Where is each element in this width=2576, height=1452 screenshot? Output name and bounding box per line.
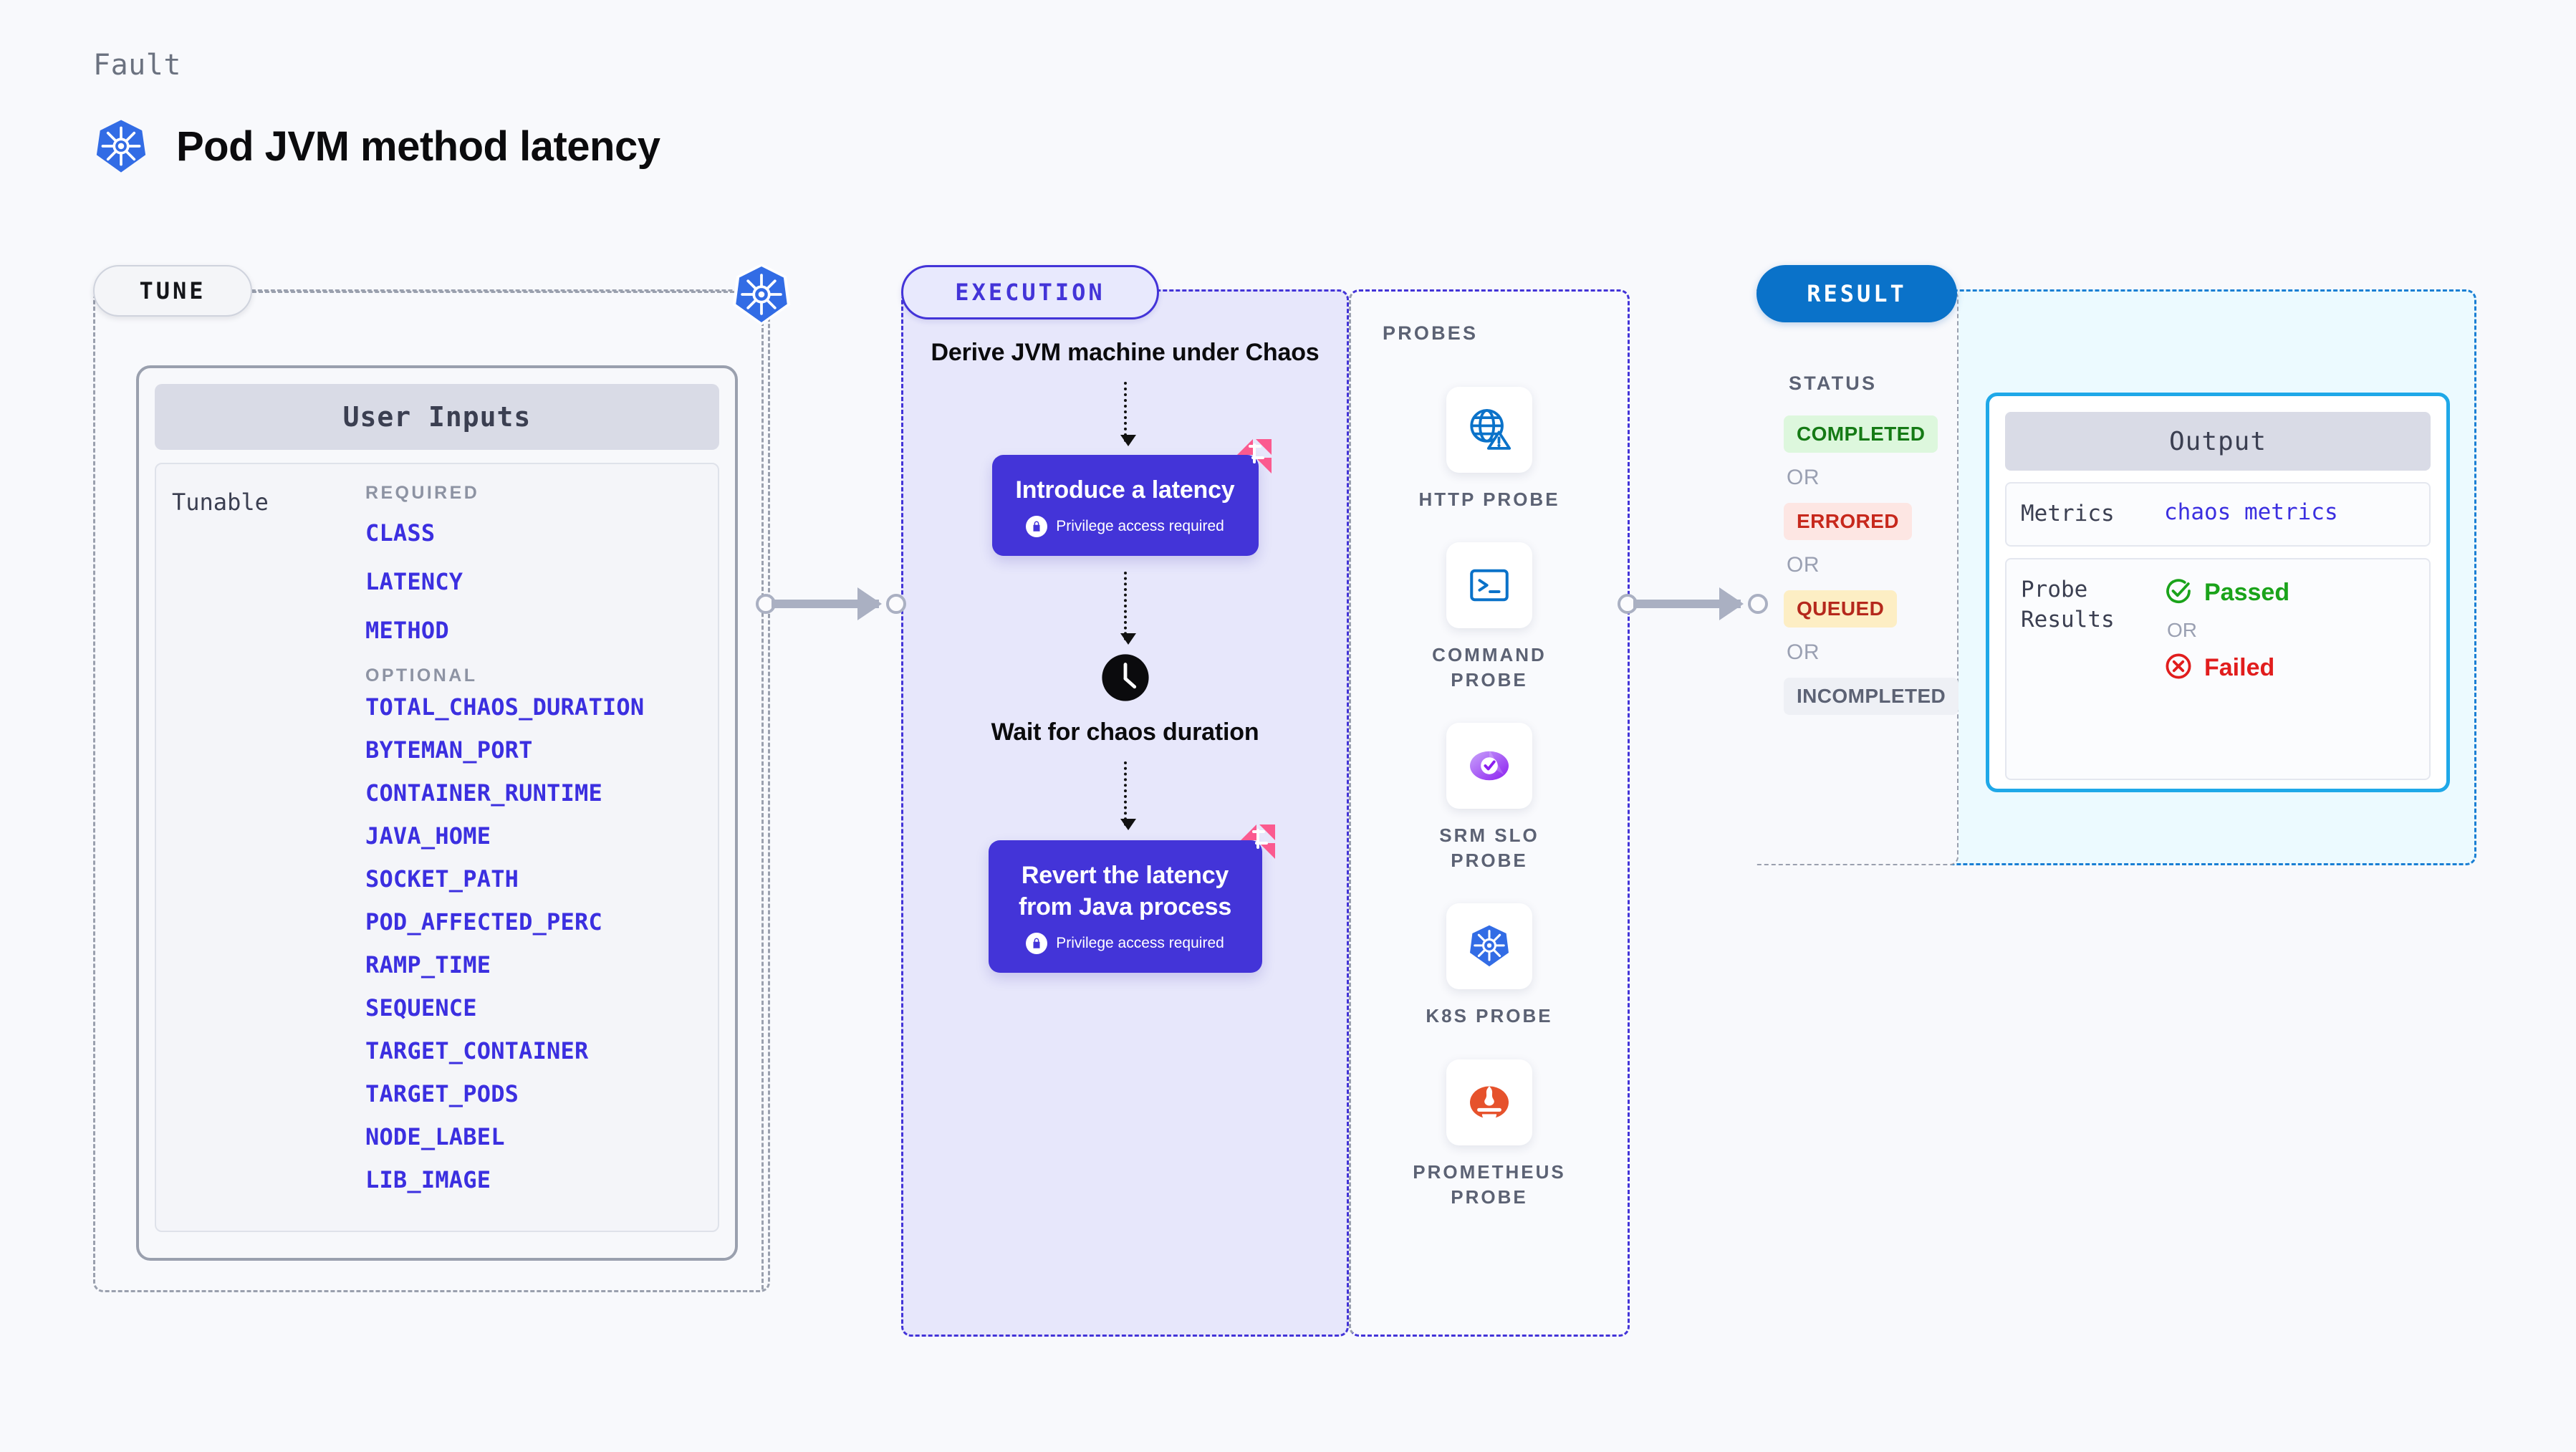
- privilege-note-1-text: Privilege access required: [1056, 518, 1224, 535]
- clock-icon: [1101, 653, 1150, 716]
- page-title-row: Pod JVM method latency: [93, 118, 660, 174]
- execution-step-1: Derive JVM machine under Chaos: [931, 339, 1320, 366]
- param-ramp-time[interactable]: RAMP_TIME: [365, 951, 491, 979]
- status-or-1: OR: [1787, 466, 1820, 489]
- kubernetes-icon: [1446, 903, 1532, 990]
- probes-label: PROBES: [1383, 322, 1479, 344]
- lock-icon: [1026, 933, 1048, 955]
- arrow-down-icon: [1120, 381, 1136, 446]
- optional-params-list: TOTAL_CHAOS_DURATION BYTEMAN_PORT CONTAI…: [365, 693, 703, 1193]
- probe-result-passed: Passed: [2164, 577, 2289, 609]
- execution-flow: Derive JVM machine under Chaos Introduce…: [901, 337, 1349, 973]
- flow-arrow-execution-to-result: [1618, 587, 1768, 620]
- output-card: Output Metrics chaos metrics Probe Resul…: [1986, 393, 2450, 792]
- param-method[interactable]: METHOD: [365, 617, 449, 644]
- arrow-down-icon: [1120, 572, 1136, 645]
- probes-list: HTTP PROBE COMMAND PROBE: [1349, 387, 1630, 1210]
- required-params-list: CLASS LATENCY METHOD: [365, 519, 703, 644]
- privilege-note-2-text: Privilege access required: [1056, 935, 1224, 952]
- status-badge-errored: ERRORED: [1784, 503, 1912, 540]
- status-badge-queued: QUEUED: [1784, 590, 1898, 628]
- status-or-3: OR: [1787, 640, 1820, 664]
- tune-pill[interactable]: TUNE: [93, 265, 252, 317]
- probe-item-srm-slo[interactable]: SRM SLO PROBE: [1400, 723, 1579, 873]
- param-byteman-port[interactable]: BYTEMAN_PORT: [365, 736, 533, 764]
- param-container-runtime[interactable]: CONTAINER_RUNTIME: [365, 779, 602, 807]
- probe-label-prometheus: PROMETHEUS PROBE: [1413, 1160, 1566, 1208]
- status-list: COMPLETED OR ERRORED OR QUEUED OR INCOMP…: [1784, 415, 1959, 715]
- probe-result-or: OR: [2167, 618, 2197, 641]
- probe-label-srm-slo: SRM SLO PROBE: [1439, 824, 1539, 872]
- srm-slo-icon: [1446, 723, 1532, 809]
- output-title: Output: [2005, 412, 2431, 471]
- probe-item-command[interactable]: COMMAND PROBE: [1400, 542, 1579, 693]
- terminal-icon: [1446, 542, 1532, 629]
- x-circle-icon: [2164, 652, 2193, 684]
- page-title: Pod JVM method latency: [176, 122, 660, 170]
- harness-icon: [1231, 436, 1277, 482]
- flow-arrow-tune-to-execution: [756, 587, 906, 620]
- status-or-2: OR: [1787, 553, 1820, 577]
- privilege-note-1: Privilege access required: [1026, 516, 1224, 538]
- output-probe-results-key: Probe Results: [2021, 576, 2115, 633]
- execution-card-1-title: Introduce a latency: [1015, 476, 1235, 504]
- required-group-label: REQUIRED: [365, 483, 480, 503]
- probe-item-prometheus[interactable]: PROMETHEUS PROBE: [1400, 1059, 1579, 1210]
- user-inputs-body: Tunable REQUIRED CLASS LATENCY METHOD OP…: [155, 463, 719, 1232]
- param-lib-image[interactable]: LIB_IMAGE: [365, 1166, 491, 1193]
- kubernetes-icon: [93, 118, 149, 174]
- execution-card-2-title: Revert the latency from Java process: [1018, 862, 1232, 920]
- probe-result-failed-label: Failed: [2204, 653, 2275, 681]
- prometheus-icon: [1446, 1059, 1532, 1145]
- param-node-label[interactable]: NODE_LABEL: [365, 1123, 505, 1150]
- tune-region: [93, 289, 770, 1292]
- param-class[interactable]: CLASS: [365, 519, 436, 547]
- arrow-down-icon: [1120, 761, 1136, 831]
- execution-card-revert-latency[interactable]: Revert the latency from Java process Pri…: [988, 824, 1275, 973]
- check-circle-icon: [2164, 577, 2193, 609]
- output-metrics-row: Metrics chaos metrics: [2005, 482, 2431, 547]
- status-badge-completed: COMPLETED: [1784, 415, 1938, 453]
- param-latency[interactable]: LATENCY: [365, 568, 463, 595]
- page-kicker: Fault: [93, 49, 181, 82]
- tunable-label: Tunable: [172, 489, 269, 516]
- user-inputs-card: User Inputs Tunable REQUIRED CLASS LATEN…: [136, 365, 738, 1261]
- user-inputs-title: User Inputs: [155, 384, 719, 450]
- result-pill[interactable]: RESULT: [1756, 265, 1957, 322]
- status-label: STATUS: [1789, 372, 1878, 394]
- probe-label-http: HTTP PROBE: [1418, 489, 1560, 510]
- status-badge-incompleted: INCOMPLETED: [1784, 678, 1959, 715]
- param-total-chaos-duration[interactable]: TOTAL_CHAOS_DURATION: [365, 693, 645, 721]
- probe-label-command: COMMAND PROBE: [1432, 644, 1547, 691]
- optional-group-label: OPTIONAL: [365, 665, 478, 686]
- param-pod-affected-perc[interactable]: POD_AFFECTED_PERC: [365, 908, 602, 936]
- param-target-pods[interactable]: TARGET_PODS: [365, 1080, 519, 1107]
- probe-item-k8s[interactable]: K8S PROBE: [1400, 903, 1579, 1029]
- output-metrics-value[interactable]: chaos metrics: [2164, 499, 2338, 525]
- param-socket-path[interactable]: SOCKET_PATH: [365, 865, 519, 893]
- param-target-container[interactable]: TARGET_CONTAINER: [365, 1037, 589, 1064]
- probe-result-failed: Failed: [2164, 652, 2289, 684]
- probe-label-k8s: K8S PROBE: [1426, 1005, 1553, 1027]
- output-metrics-key: Metrics: [2021, 501, 2115, 527]
- tune-vertical-line: [761, 315, 764, 1289]
- param-sequence[interactable]: SEQUENCE: [365, 994, 477, 1021]
- lock-icon: [1026, 516, 1048, 538]
- globe-warning-icon: [1446, 387, 1532, 473]
- execution-step-2: Wait for chaos duration: [991, 718, 1259, 746]
- output-probe-results-row: Probe Results Passed OR: [2005, 557, 2431, 780]
- probe-result-passed-label: Passed: [2204, 578, 2290, 606]
- param-java-home[interactable]: JAVA_HOME: [365, 822, 491, 850]
- tune-connector-line: [252, 291, 754, 293]
- execution-card-introduce-latency[interactable]: Introduce a latency Privilege access req…: [991, 438, 1272, 557]
- probe-item-http[interactable]: HTTP PROBE: [1400, 387, 1579, 512]
- kubernetes-icon: [731, 264, 792, 325]
- execution-pill[interactable]: EXECUTION: [901, 265, 1159, 319]
- status-subregion: [1756, 289, 1959, 865]
- privilege-note-2: Privilege access required: [1026, 933, 1224, 955]
- harness-icon: [1235, 822, 1281, 867]
